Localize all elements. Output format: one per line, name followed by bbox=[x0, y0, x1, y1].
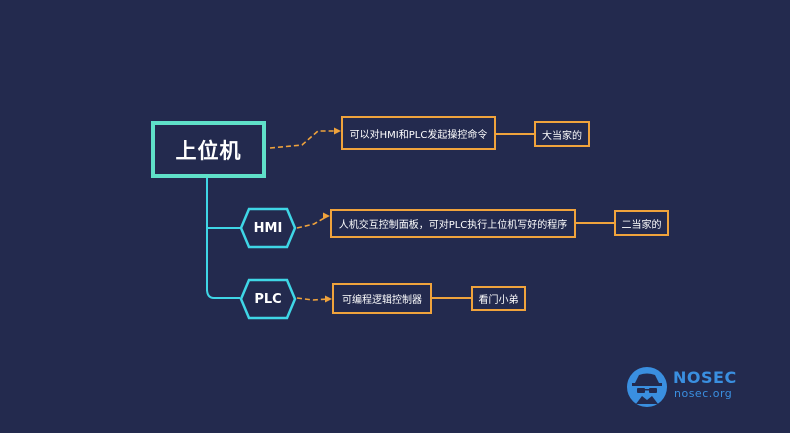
branch-node-hmi[interactable]: HMI bbox=[239, 207, 297, 249]
tree-connector-line bbox=[206, 178, 240, 299]
description-text: 人机交互控制面板，可对PLC执行上位机写好的程序 bbox=[338, 220, 568, 231]
spy-hat-icon bbox=[627, 367, 667, 407]
brand-logo: NOSEC nosec.org bbox=[626, 365, 746, 409]
role-text: 二当家的 bbox=[621, 219, 662, 231]
description-box-plc[interactable]: 可编程逻辑控制器 bbox=[332, 283, 432, 314]
role-box-plc[interactable]: 看门小弟 bbox=[471, 286, 526, 311]
dashed-arrow-plc bbox=[296, 297, 329, 301]
role-text: 大当家的 bbox=[542, 130, 582, 142]
root-node-label: 上位机 bbox=[175, 138, 242, 163]
dashed-arrow-root bbox=[269, 130, 337, 149]
dashed-arrow-hmi bbox=[296, 216, 327, 229]
role-text: 看门小弟 bbox=[478, 295, 519, 306]
branch-node-label: PLC bbox=[254, 291, 282, 307]
brand-url: nosec.org bbox=[674, 387, 733, 400]
hexagon-shape bbox=[239, 207, 297, 249]
description-text: 可以对HMI和PLC发起操控命令 bbox=[349, 129, 488, 141]
description-box-hmi[interactable]: 人机交互控制面板，可对PLC执行上位机写好的程序 bbox=[330, 209, 576, 238]
description-text: 可编程逻辑控制器 bbox=[342, 295, 422, 306]
root-node[interactable]: 上位机 bbox=[151, 121, 266, 178]
brand-name: NOSEC bbox=[673, 368, 737, 387]
hexagon-shape bbox=[239, 278, 297, 320]
branch-node-label: HMI bbox=[253, 220, 283, 236]
description-box-root[interactable]: 可以对HMI和PLC发起操控命令 bbox=[341, 116, 496, 150]
arrowhead-hmi bbox=[323, 212, 330, 220]
role-box-root[interactable]: 大当家的 bbox=[534, 121, 590, 147]
arrowhead-plc bbox=[325, 295, 332, 303]
arrowhead-root bbox=[334, 127, 341, 135]
role-box-hmi[interactable]: 二当家的 bbox=[614, 210, 669, 236]
branch-node-plc[interactable]: PLC bbox=[239, 278, 297, 320]
